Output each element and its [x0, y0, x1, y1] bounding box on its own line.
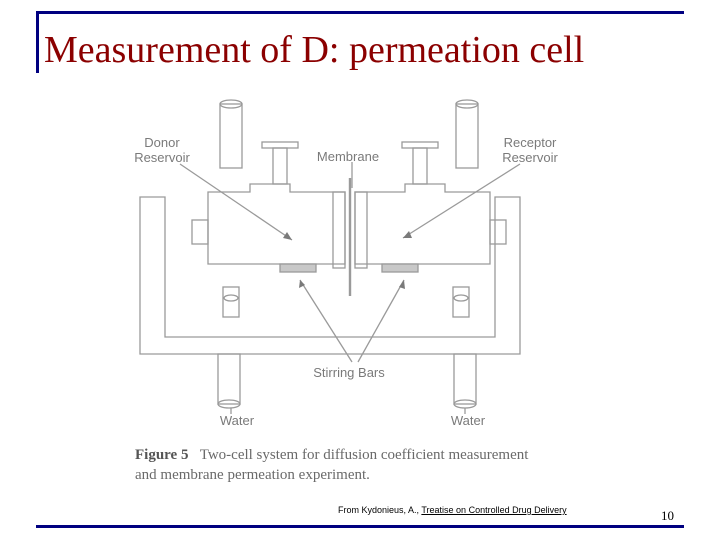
- water-left-label: Water: [219, 413, 255, 428]
- figure-caption: Figure 5 Two-cell system for diffusion c…: [135, 445, 595, 485]
- stirring-bars-label: Stirring Bars: [313, 365, 385, 380]
- receptor-reservoir: [455, 103, 479, 169]
- frame-top-rule: [36, 11, 684, 14]
- donor-cell: [207, 183, 346, 265]
- frame-bottom-rule: [36, 525, 684, 528]
- water-inlet-left: [217, 353, 241, 405]
- source-title: Treatise on Controlled Drug Delivery: [421, 505, 567, 515]
- source-citation: From Kydonieus, A., Treatise on Controll…: [338, 505, 567, 515]
- slide-title: Measurement of D: permeation cell: [44, 29, 585, 71]
- permeation-cell-diagram: [139, 99, 521, 414]
- donor-label-line1: Donor: [144, 135, 180, 150]
- water-jacket: [139, 196, 521, 355]
- page-number: 10: [661, 508, 674, 523]
- donor-reservoir: [219, 103, 243, 169]
- receptor-label-line1: Receptor: [503, 135, 557, 150]
- figure-label: Figure 5: [135, 447, 189, 463]
- membrane-label: Membrane: [316, 149, 380, 164]
- receptor-reservoir-label: Receptor Reservoir: [498, 135, 562, 165]
- stirring-bar-left: [279, 263, 317, 273]
- water-right-label: Water: [450, 413, 486, 428]
- donor-label-line2: Reservoir: [134, 150, 190, 165]
- water-inlet-right: [453, 353, 477, 405]
- source-prefix: From Kydonieus, A.,: [338, 505, 422, 515]
- donor-reservoir-label: Donor Reservoir: [130, 135, 194, 165]
- frame-left-rule: [36, 11, 39, 73]
- caption-line1: Two-cell system for diffusion coefficien…: [199, 447, 529, 463]
- caption-line2: and membrane permeation experiment.: [135, 467, 370, 483]
- receptor-label-line2: Reservoir: [502, 150, 558, 165]
- stirring-bar-right: [381, 263, 419, 273]
